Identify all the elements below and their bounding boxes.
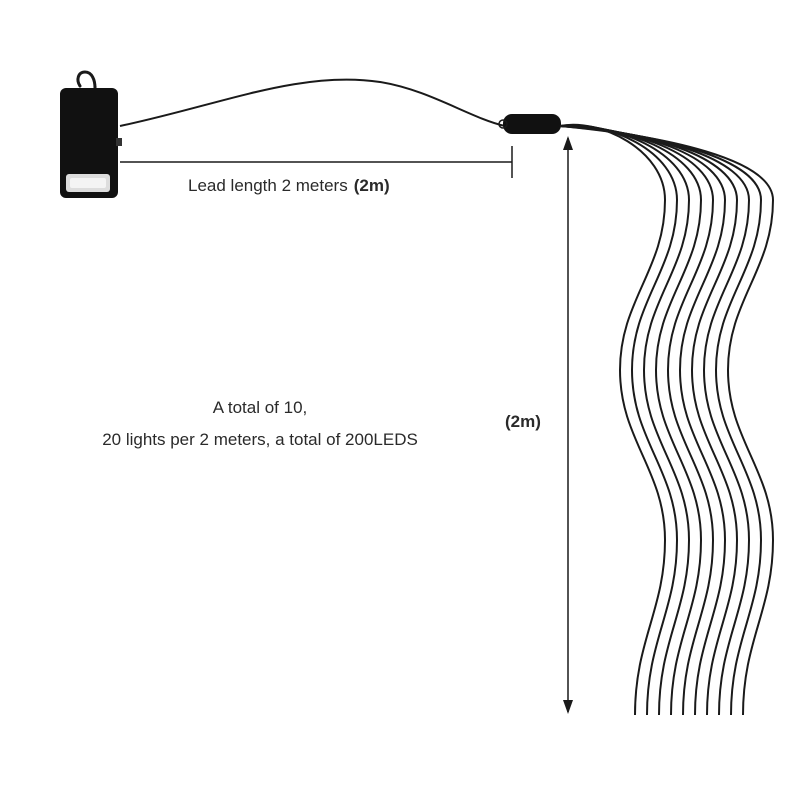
total-strands-text: A total of 10, — [212, 398, 308, 417]
light-strand — [559, 125, 763, 716]
lead-wire — [119, 78, 506, 127]
strand-length-label: (2m) — [505, 412, 541, 431]
total-leds-text: 20 lights per 2 meters, a total of 200LE… — [102, 430, 418, 449]
strand-length-arrow — [563, 136, 573, 714]
light-strand — [559, 125, 715, 716]
light-strand — [559, 125, 775, 716]
battery-box — [60, 88, 122, 198]
splitter-connector — [498, 114, 561, 134]
hook-icon — [76, 70, 97, 90]
light-strand — [559, 125, 727, 716]
light-strand — [559, 125, 751, 716]
light-strands — [559, 123, 775, 716]
lead-length-text: Lead length 2 meters — [188, 176, 348, 195]
light-strand — [559, 124, 679, 716]
lead-length-label: Lead length 2 meters (2m) — [188, 176, 390, 196]
light-strand — [559, 125, 739, 716]
light-strand — [559, 123, 667, 716]
light-strand — [559, 124, 691, 716]
lead-length-value: (2m) — [353, 176, 390, 195]
light-strand — [559, 124, 703, 716]
